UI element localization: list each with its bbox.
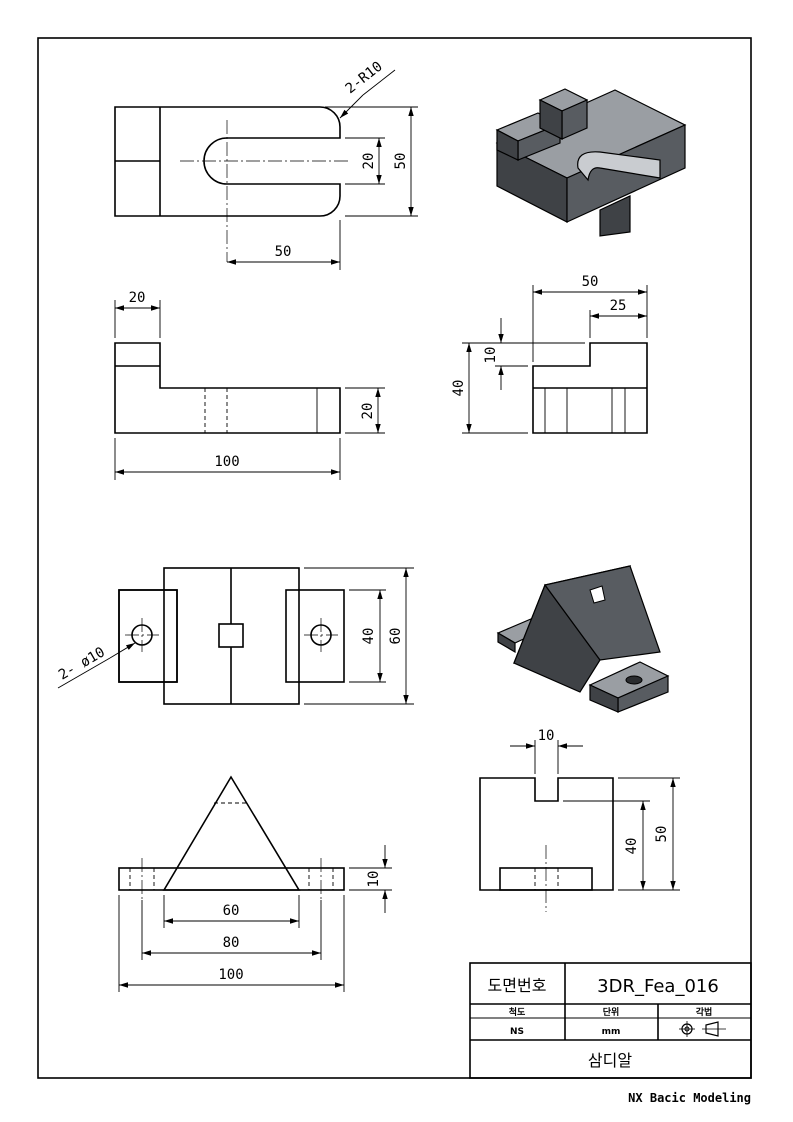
title-block: 도면번호 3DR_Fea_016 척도 단위 각법 NS mm 삼디알 (469, 962, 752, 1079)
part-a-top-view: 2-R10 20 50 50 (114, 59, 418, 270)
dim-slot-height: 40 (624, 838, 640, 855)
dim-base-height-b: 10 (366, 871, 382, 888)
footer-caption: NX Bacic Modeling (628, 1091, 751, 1105)
dim-slot-width: 20 (361, 153, 377, 170)
third-angle-projection-icon (679, 1021, 726, 1037)
scale-label: 척도 (509, 1006, 526, 1018)
scale-value: NS (510, 1027, 524, 1037)
dim-step-width: 20 (129, 290, 146, 306)
dim-overall-length-a: 100 (214, 454, 239, 470)
unit-label: 단위 (603, 1006, 620, 1018)
dim-side-height: 40 (451, 380, 467, 397)
part-b-side-view: 10 40 50 (479, 728, 680, 912)
dim-pad-depth: 40 (361, 628, 377, 645)
part-b-isometric (496, 565, 670, 713)
part-a-side-view: 50 25 10 40 (451, 274, 648, 434)
part-a-front-view: 20 20 100 (114, 290, 385, 480)
part-b-top-view: 2- ø10 40 60 (56, 567, 414, 705)
dim-step-height: 10 (483, 347, 499, 364)
dim-notch-width: 10 (538, 728, 555, 744)
drawing-number-value: 3DR_Fea_016 (597, 976, 719, 997)
part-a-isometric (495, 88, 687, 237)
dim-overall-depth-b: 60 (388, 628, 404, 645)
dim-slot-length: 50 (275, 244, 292, 260)
dim-top-depth: 50 (393, 153, 409, 170)
drawing-border (37, 37, 752, 1079)
dim-step-depth: 25 (610, 298, 627, 314)
dim-slot-radius-note: 2-R10 (343, 59, 386, 98)
part-name: 삼디알 (588, 1051, 632, 1070)
part-b-front-view: 10 60 80 100 (118, 775, 392, 992)
dim-overall-length-b: 100 (218, 967, 243, 983)
drawing-number-label: 도면번호 (488, 976, 547, 995)
unit-value: mm (602, 1027, 621, 1037)
dim-overall-height-b: 50 (654, 826, 670, 843)
dim-inner-width: 60 (223, 903, 240, 919)
dim-hole-spacing: 80 (223, 935, 240, 951)
dim-base-height: 20 (360, 403, 376, 420)
projection-label: 각법 (696, 1006, 713, 1018)
dim-side-width: 50 (582, 274, 599, 290)
